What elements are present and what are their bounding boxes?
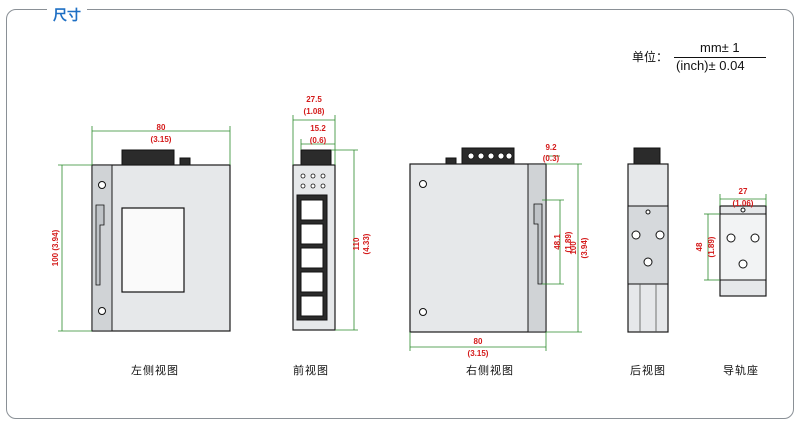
screw-icon <box>655 230 665 240</box>
front-view-caption: 前视图 <box>293 364 329 377</box>
right-height-inch-label: (3.94) <box>580 237 589 258</box>
right-side-view: 80 (3.15) 9.2 (0.3) 48.1 (1.89) 100 (3.9… <box>409 143 589 358</box>
units-fraction-bar <box>674 57 766 58</box>
front-inner-inch-label: (0.6) <box>310 136 327 145</box>
left-connector <box>121 149 175 167</box>
rail-hook-shape <box>95 204 105 286</box>
left-side-view: 80 (3.15) 100 (3.94) <box>51 123 231 332</box>
rj45-port-icon <box>300 271 324 293</box>
right-mid-label: 48.1 <box>553 234 562 250</box>
left-din-clip <box>91 164 113 332</box>
right-din-clip <box>527 163 547 333</box>
left-height-label: 100 (3.94) <box>51 229 60 266</box>
back-view-caption: 后视图 <box>630 364 666 377</box>
rail-height-inch-label: (1.89) <box>707 236 716 257</box>
din-rail-mount: 27 (1.06) 48 (1.89) <box>695 187 767 297</box>
units-legend: 单位： mm± 1 (inch)± 0.04 <box>628 40 778 82</box>
mount-hole-icon <box>740 207 746 213</box>
terminal-screw-icon <box>497 152 505 160</box>
terminal-screw-icon <box>487 152 495 160</box>
terminal-screw-icon <box>467 152 475 160</box>
front-height-inch-label: (4.33) <box>362 233 371 254</box>
screw-icon <box>98 181 106 189</box>
front-total-label: 27.5 <box>306 95 322 104</box>
back-rail-mount <box>627 205 669 285</box>
right-top-inch-label: (0.3) <box>543 154 560 163</box>
front-inner-label: 15.2 <box>310 124 326 133</box>
rj45-port-icon <box>300 199 324 221</box>
left-width-inch-label: (3.15) <box>151 135 172 144</box>
section-title: 尺寸 <box>47 8 87 24</box>
led-icon <box>310 183 316 189</box>
units-denominator: (inch)± 0.04 <box>676 58 745 73</box>
rail-height-label: 48 <box>695 242 704 251</box>
rail-width-inch-label: (1.06) <box>733 199 754 208</box>
rail-view-caption: 导轨座 <box>723 364 759 377</box>
back-view <box>627 147 669 333</box>
rail-mount-face <box>719 213 767 281</box>
front-total-inch-label: (1.08) <box>304 107 325 116</box>
screw-icon <box>738 259 748 269</box>
units-numerator: mm± 1 <box>700 40 740 55</box>
front-view: 27.5 (1.08) 15.2 (0.6) 110 (4.33) <box>292 95 371 331</box>
led-icon <box>310 173 316 179</box>
rail-width-label: 27 <box>739 187 748 196</box>
units-label: 单位： <box>632 50 669 64</box>
terminal-screw-icon <box>477 152 485 160</box>
right-led-tab <box>445 157 457 165</box>
right-height-label: 100 <box>569 241 578 255</box>
left-width-label: 80 <box>157 123 166 132</box>
dimensions-frame: 尺寸 <box>6 8 794 419</box>
rj45-port-icon <box>300 223 324 245</box>
right-width-label: 80 <box>474 337 483 346</box>
right-enclosure <box>409 163 547 333</box>
screw-icon <box>643 257 653 267</box>
screw-icon <box>419 180 427 188</box>
right-view-caption: 右侧视图 <box>466 364 514 377</box>
rj45-port-icon <box>300 295 324 317</box>
rj45-port-icon <box>300 247 324 269</box>
mount-hole-icon <box>645 209 651 215</box>
led-icon <box>300 173 306 179</box>
terminal-screw-icon <box>505 152 513 160</box>
back-connector <box>633 147 661 165</box>
front-height-label: 110 <box>352 237 361 250</box>
left-label-area <box>121 207 185 293</box>
right-width-inch-label: (3.15) <box>468 349 489 358</box>
left-view-caption: 左侧视图 <box>131 364 179 377</box>
led-icon <box>320 183 326 189</box>
led-icon <box>320 173 326 179</box>
screw-icon <box>726 233 736 243</box>
led-icon <box>300 183 306 189</box>
screw-icon <box>750 233 760 243</box>
screw-icon <box>98 307 106 315</box>
right-mid-inch-label: (1.89) <box>564 231 573 252</box>
right-top-label: 9.2 <box>545 143 557 152</box>
screw-icon <box>631 230 641 240</box>
screw-icon <box>419 308 427 316</box>
